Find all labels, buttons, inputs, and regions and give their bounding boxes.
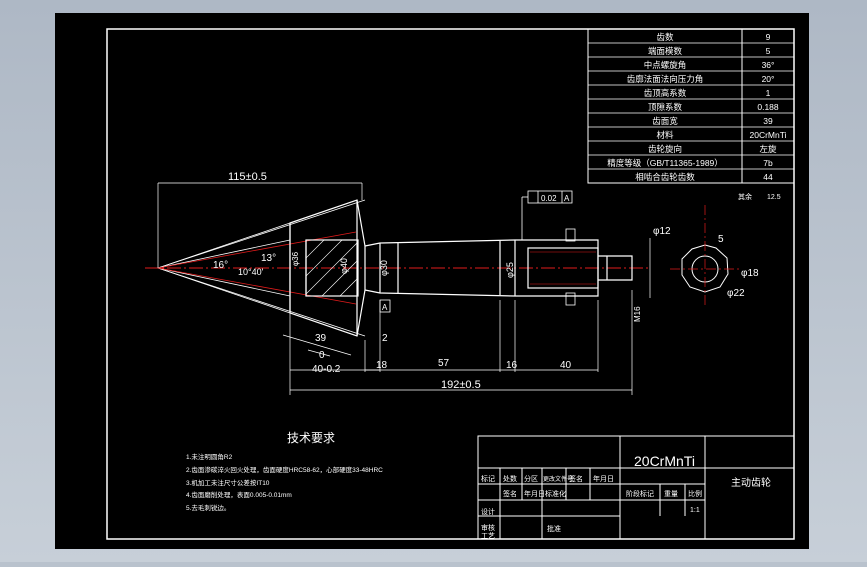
dim-phi-18: φ18 xyxy=(741,268,759,279)
roughness-remainder-label: 其余 xyxy=(738,192,752,201)
tolerance-value: 0.02 xyxy=(541,194,557,203)
param-label: 齿数 xyxy=(656,32,674,42)
param-value: 1 xyxy=(766,88,771,98)
cone-construction-lines xyxy=(157,199,366,337)
param-label: 顶隙系数 xyxy=(648,102,683,112)
param-label: 相啮合齿轮齿数 xyxy=(635,172,695,182)
title-block-grid xyxy=(477,435,795,540)
tb-standard: 标准化 xyxy=(545,489,566,498)
tb-weight: 重量 xyxy=(664,490,678,498)
tb-material: 20CrMnTi xyxy=(634,453,695,469)
tb-design: 设计 xyxy=(481,507,495,516)
note-line-4: 4.齿面磨削处理，表面0.005-0.01mm xyxy=(186,490,292,499)
gear-parameter-table: 齿数 9 端面模数 5 中点螺旋角 36° 齿廓法面法向压力角 20° 齿顶高系数 1 顶隙系数 0.… xyxy=(587,28,795,184)
dim-angle-13: 13° xyxy=(261,253,276,264)
sheet-background xyxy=(55,13,809,549)
tolerance-frame xyxy=(379,190,576,313)
dim-192: 192±0.5 xyxy=(441,379,481,391)
datum-a-label: A xyxy=(382,303,388,312)
dim-40-b: 40 xyxy=(560,360,572,371)
dim-phi-30: φ30 xyxy=(379,260,389,276)
dim-phi-22: φ22 xyxy=(727,288,745,299)
param-label: 齿轮旋向 xyxy=(648,144,682,154)
pitch-cone-line-top xyxy=(157,231,357,269)
dim-16: 16 xyxy=(506,360,518,371)
roughness-value: 12.5 xyxy=(767,194,781,201)
thread-label: M16 xyxy=(633,306,642,322)
tb-hdr-count: 处数 xyxy=(503,474,517,483)
param-value: 9 xyxy=(766,32,771,42)
param-value: 39 xyxy=(763,116,773,126)
notes-title: 技术要求 xyxy=(287,431,335,445)
tb-hdr-zone: 分区 xyxy=(524,474,538,483)
dimension-labels: 115±0.5 16° 10°40' 13° 39 0 40-0.2 18 2 … xyxy=(213,171,781,391)
tb-hdr-mark: 标记 xyxy=(481,474,495,483)
tb-process: 工艺 xyxy=(481,532,495,540)
tb-hdr-sign: 签名 xyxy=(569,474,583,483)
dim-phi-25: φ25 xyxy=(505,262,515,278)
tb-part-name: 主动齿轮 xyxy=(731,476,771,489)
dim-18: 18 xyxy=(376,360,388,371)
dim-angle-16: 16° xyxy=(213,260,228,271)
param-label: 齿顶高系数 xyxy=(644,88,687,98)
dim-57: 57 xyxy=(438,358,450,369)
dimension-lines xyxy=(157,182,651,395)
shaft-hidden-lines xyxy=(530,251,596,285)
param-value: 5 xyxy=(766,46,771,56)
param-label: 精度等级（GB/T11365-1989） xyxy=(607,158,723,168)
param-value: 20CrMnTi xyxy=(750,130,787,140)
section-hatching xyxy=(305,239,359,297)
drawing-border xyxy=(106,28,795,540)
title-block-text: 20CrMnTi 主动齿轮 标记 处数 分区 更改文件号 签名 年月日 签名 年… xyxy=(481,453,771,540)
dim-115: 115±0.5 xyxy=(228,171,267,183)
tb-hdr-date: 年月日 xyxy=(593,474,614,483)
dim-40-0-2: 40-0.2 xyxy=(312,364,341,375)
dim-phi-40: φ40 xyxy=(339,258,349,274)
param-value: 0.188 xyxy=(757,102,779,112)
tb-scale-value: 1:1 xyxy=(690,507,700,514)
tb-review: 审核 xyxy=(481,523,495,532)
note-line-3: 3.机加工未注尺寸公差按IT10 xyxy=(186,478,270,487)
dim-0: 0 xyxy=(319,350,325,361)
param-value: 44 xyxy=(763,172,773,182)
param-value: 左旋 xyxy=(759,144,777,154)
param-value: 36° xyxy=(762,60,775,70)
param-value: 20° xyxy=(762,74,775,84)
tb-sign: 签名 xyxy=(503,489,517,498)
param-label: 材料 xyxy=(656,130,674,140)
dim-phi-36: φ36 xyxy=(291,251,300,266)
dim-phi-12: φ12 xyxy=(653,226,671,237)
dim-5: 5 xyxy=(718,234,724,245)
dim-2: 2 xyxy=(382,333,388,344)
param-label: 端面模数 xyxy=(648,46,683,56)
shaft-outline xyxy=(364,239,633,297)
note-line-2: 2.齿面渗碳淬火回火处理，齿面硬度HRC58-62，心部硬度33-48HRC xyxy=(186,465,383,474)
tb-hdr-doc: 更改文件号 xyxy=(543,475,573,483)
note-line-5: 5.去毛刺锐边。 xyxy=(186,503,230,512)
tb-date: 年月日 xyxy=(524,489,545,498)
param-label: 齿面宽 xyxy=(652,116,678,126)
dim-39: 39 xyxy=(315,333,327,344)
param-label: 齿廓法面法向压力角 xyxy=(627,74,704,84)
pitch-cone-line-bottom xyxy=(157,267,357,305)
tolerance-datum: A xyxy=(564,194,570,203)
dim-angle-10-40: 10°40' xyxy=(238,267,264,277)
note-line-1: 1.未注明圆角R2 xyxy=(186,452,233,461)
param-value: 7b xyxy=(763,158,773,168)
param-label: 中点螺旋角 xyxy=(644,60,687,70)
tb-approve: 批准 xyxy=(547,524,561,533)
technical-requirements: 技术要求 1.未注明圆角R2 2.齿面渗碳淬火回火处理，齿面硬度HRC58-62… xyxy=(186,431,383,512)
tb-scale: 比例 xyxy=(688,489,702,498)
tb-stage: 阶段标记 xyxy=(626,489,654,498)
